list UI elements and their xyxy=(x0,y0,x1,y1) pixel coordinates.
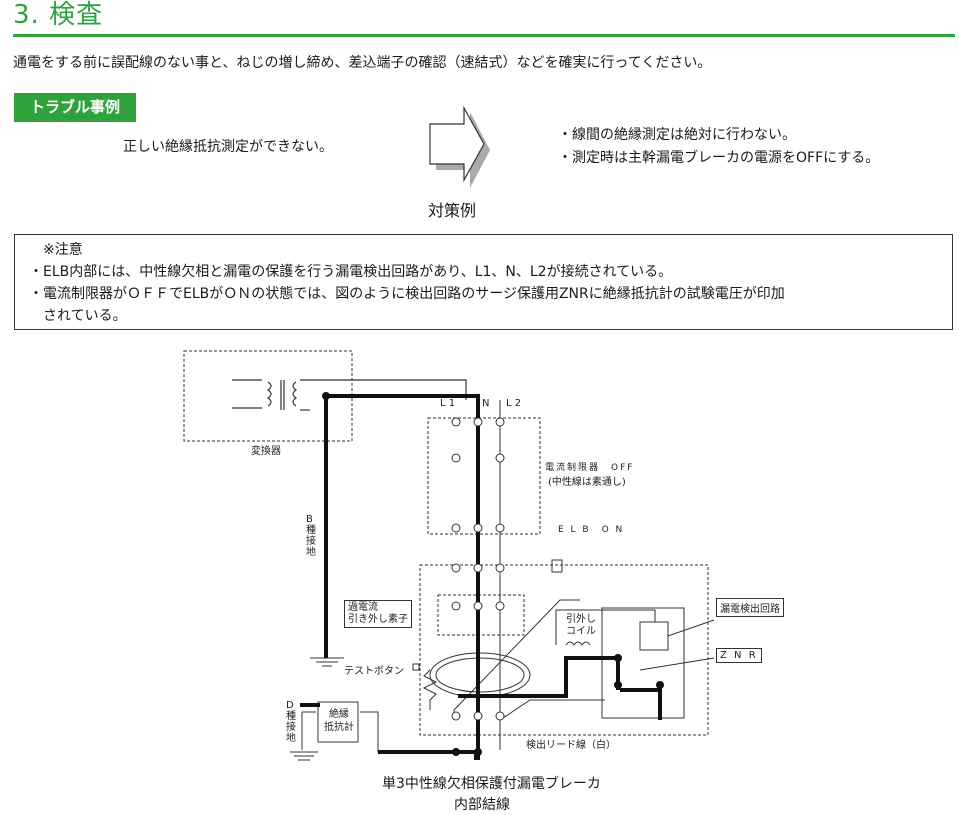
overcurrent-trip-label: 過電流 引き外し素子 xyxy=(344,600,412,628)
wiring-diagram xyxy=(183,350,715,761)
caution-text: ※注意 ・ELB内部には、中性線欠相と漏電の保護を行う漏電検出回路があり、L1、… xyxy=(29,239,943,327)
megger-line1: 絶縁 xyxy=(329,709,349,720)
d-ground-label: D種接地 xyxy=(286,700,296,744)
trip-coil-line2: コイル xyxy=(566,626,596,637)
caution-heading: ※注意 xyxy=(43,242,83,258)
intro-text: 通電をする前に誤配線のない事と、ねじの増し締め、差込端子の確認（速結式）などを確… xyxy=(13,55,712,71)
countermeasure-item: ・線間の絶縁測定は絶対に行わない。 xyxy=(558,127,796,143)
lead-wire-label: 検出リード線（白） xyxy=(526,740,616,751)
limiter-sub-label: (中性線は素通し) xyxy=(548,477,626,488)
znr-label: Z N R xyxy=(716,648,762,663)
megger-label: 絶縁 抵抗計 xyxy=(324,708,354,734)
caution-line: されている。 xyxy=(29,308,127,324)
megger-line2: 抵抗計 xyxy=(324,722,354,733)
overcurrent-line2: 引き外し素子 xyxy=(348,614,408,625)
right-arrow-icon xyxy=(429,106,490,188)
diagram-caption-sub: 内部結線 xyxy=(454,797,510,813)
title-rule xyxy=(13,34,955,37)
limiter-label: 電流制限器 OFF xyxy=(545,463,635,473)
leak-circuit-label: 漏電検出回路 xyxy=(716,598,784,617)
section-title: 3. 検査 xyxy=(13,0,104,30)
problem-text: 正しい絶縁抵抗測定ができない。 xyxy=(123,139,333,155)
test-button-label: テストボタン xyxy=(344,666,404,677)
trouble-case-badge: トラブル事例 xyxy=(14,93,136,122)
countermeasure-label: 対策例 xyxy=(428,201,477,220)
trip-coil-label: 引外し コイル xyxy=(566,614,596,638)
l1-label: L 1 xyxy=(440,398,456,409)
elb-on-label: E L B O N xyxy=(558,525,625,535)
caution-box xyxy=(14,234,953,330)
countermeasure-item: ・測定時は主幹漏電ブレーカの電源をOFFにする。 xyxy=(558,150,880,166)
caution-line: ・ELB内部には、中性線欠相と漏電の保護を行う漏電検出回路があり、L1、N、L2… xyxy=(29,264,673,280)
trip-coil-line1: 引外し xyxy=(566,614,596,625)
countermeasure-list: ・線間の絶縁測定は絶対に行わない。 ・測定時は主幹漏電ブレーカの電源をOFFにす… xyxy=(558,124,879,170)
b-ground-label: B種接地 xyxy=(306,514,316,558)
caution-line: ・電流制限器がＯＦＦでELBがＯＮの状態では、図のように検出回路のサージ保護用Z… xyxy=(29,286,785,302)
l2-label: L 2 xyxy=(506,398,522,409)
diagram-caption: 単3中性線欠相保護付漏電ブレーカ xyxy=(382,776,601,792)
overcurrent-line1: 過電流 xyxy=(348,602,378,613)
transformer-label: 変換器 xyxy=(251,446,281,457)
n-label: N xyxy=(482,398,490,409)
